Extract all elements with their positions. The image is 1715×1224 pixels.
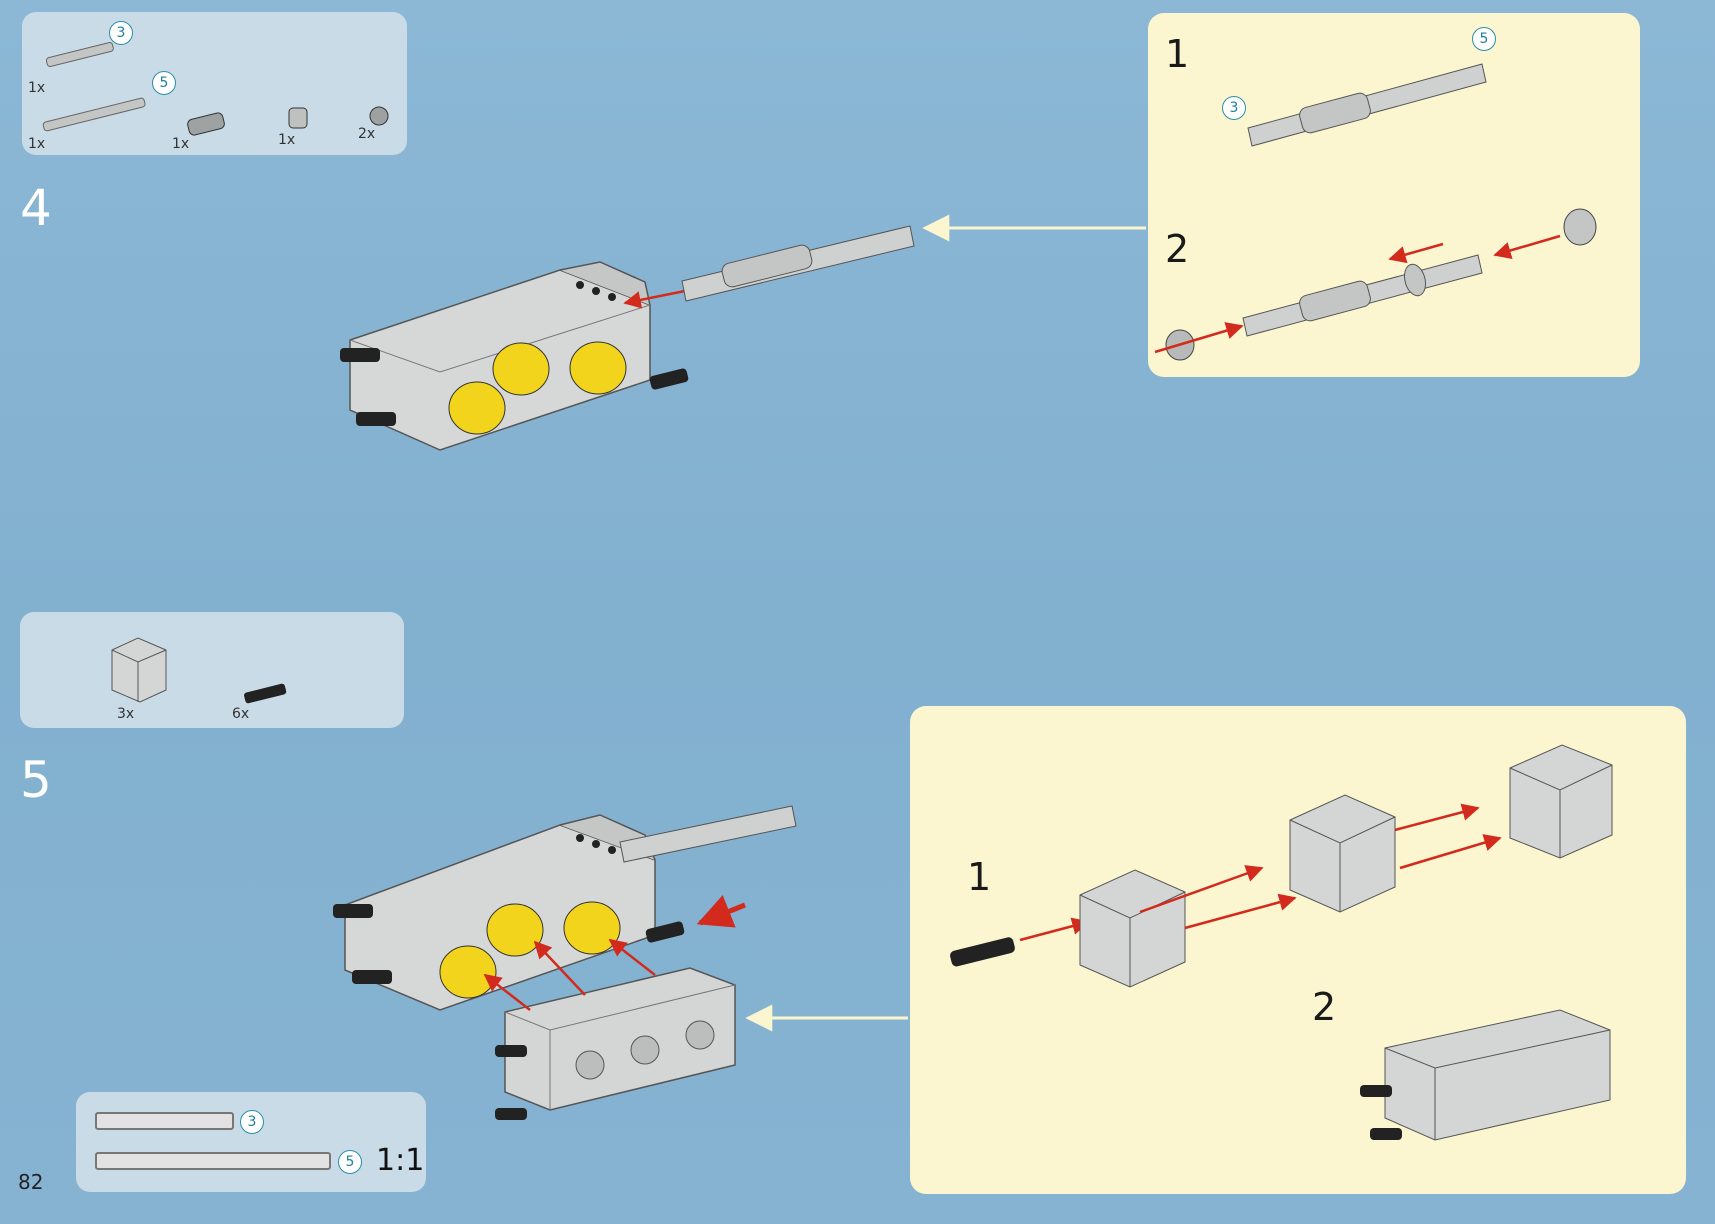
step5-substep2-number: 2 (1312, 985, 1337, 1029)
scale-label: 1:1 (376, 1143, 425, 1178)
ruler-axle-3 (95, 1112, 234, 1130)
assembled-cylinder-row (1360, 1009, 1611, 1141)
page-number: 82 (18, 1170, 44, 1194)
ruler-axle-5 (95, 1152, 331, 1170)
step5-part-qty-pin: 6x (232, 706, 250, 722)
step4-engine-assembly (340, 225, 915, 451)
cylinder-block-3 (1509, 744, 1613, 859)
step4-part-qty-connector: 1x (172, 136, 190, 152)
step5-part-qty-block: 3x (117, 706, 135, 722)
step4-callout-drawings (1154, 63, 1597, 361)
step5-parts-box (20, 612, 404, 728)
step5-callout-drawings (950, 744, 1613, 1141)
step4-part-qty-half-bush: 2x (358, 126, 376, 142)
step5-engine-assembly (333, 805, 797, 1120)
step4-part-qty-axle5: 1x (28, 136, 46, 152)
cylinder-block-2 (1289, 794, 1396, 913)
scale-guide-box (76, 1092, 426, 1192)
step4-callout (1148, 13, 1640, 377)
step4-substep1-number: 1 (1165, 32, 1190, 76)
step4-part-badge-axle3: 3 (109, 21, 133, 45)
step4-substep2-number: 2 (1165, 227, 1190, 271)
step4-parts-icons (42, 42, 389, 136)
step5-substep1-number: 1 (967, 855, 992, 899)
step4-parts-box (22, 12, 407, 155)
step5-parts-icons (111, 637, 287, 704)
cylinder-block-1 (1079, 869, 1186, 988)
step4-substep1-badge-5: 5 (1472, 27, 1496, 51)
step4-part-badge-axle5: 5 (152, 71, 176, 95)
step4-part-qty-axle3: 1x (28, 80, 46, 96)
step4-number: 4 (20, 179, 52, 237)
ruler-badge-3: 3 (240, 1110, 264, 1134)
ruler-badge-5: 5 (338, 1150, 362, 1174)
step5-number: 5 (20, 751, 52, 809)
step4-part-qty-bush: 1x (278, 132, 296, 148)
step4-substep1-badge-3: 3 (1222, 96, 1246, 120)
